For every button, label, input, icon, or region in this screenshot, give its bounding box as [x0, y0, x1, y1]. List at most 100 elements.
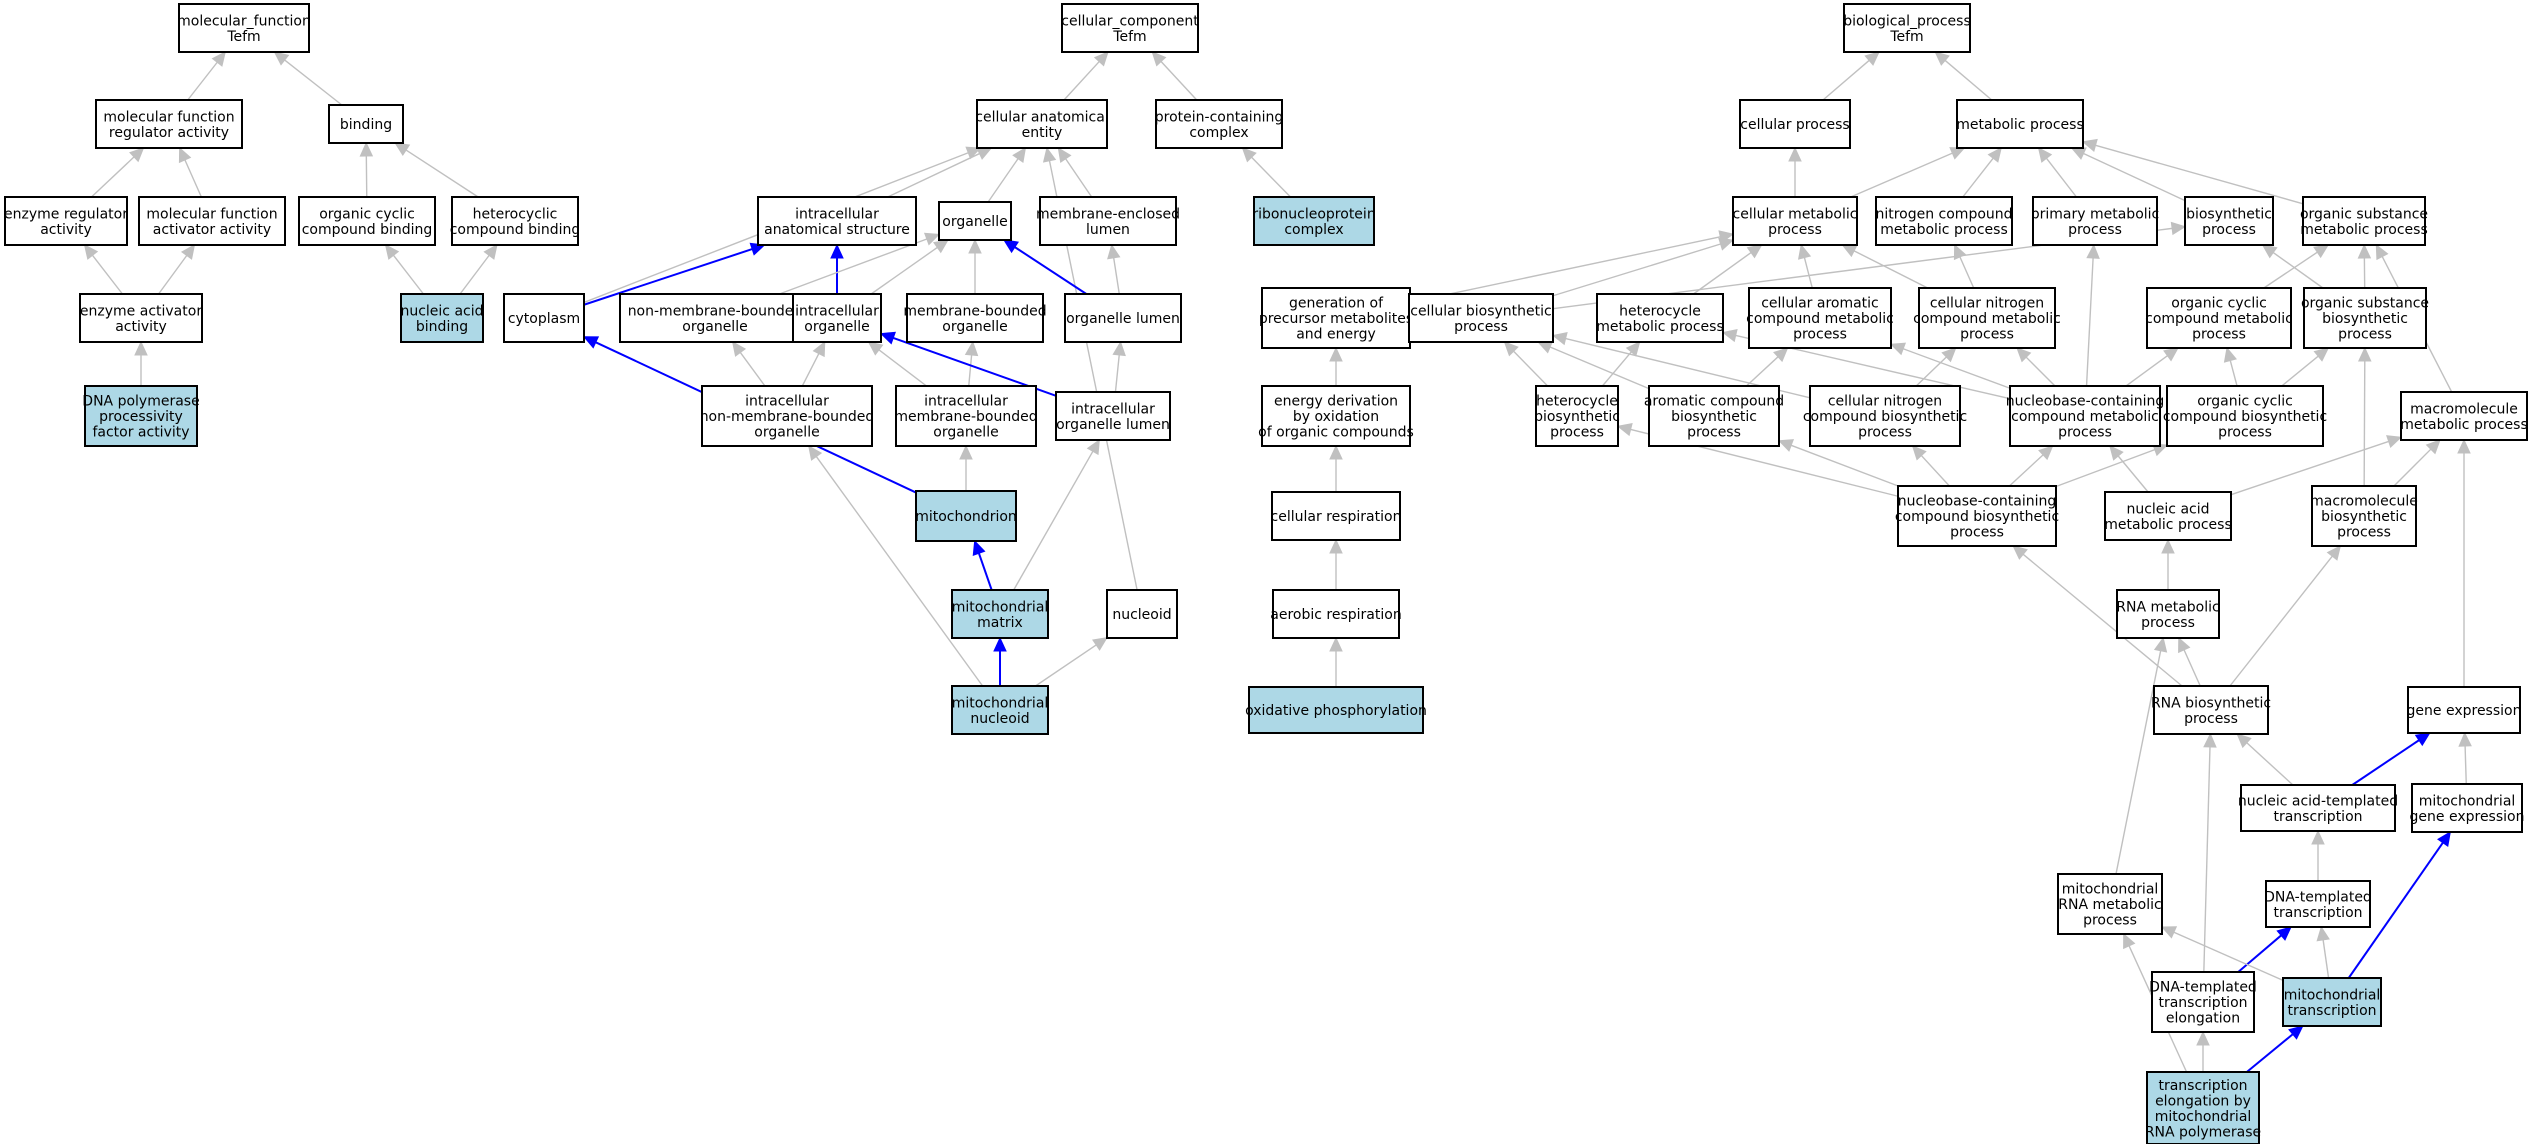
edge-enzyme_activator-to-mf_activator	[158, 244, 196, 295]
node-label: process	[1687, 425, 1741, 441]
node-ox-phos[interactable]: oxidative phosphorylation	[1245, 686, 1427, 734]
node-metabolic-process[interactable]: metabolic process	[1956, 99, 2084, 149]
node-label: precursor metabolites	[1259, 311, 1413, 327]
node-label: mitochondrial	[2155, 1109, 2252, 1125]
node-label: molecular function	[146, 206, 277, 222]
node-label: mitochondrial	[952, 695, 1049, 711]
edge-biosynthetic-to-metabolic_process	[2070, 147, 2186, 202]
node-box	[138, 196, 286, 246]
node-label: Tefm	[226, 29, 260, 45]
edge-enzyme_regulator-to-mf_regulator	[91, 147, 145, 198]
node-aerobic-respiration[interactable]: aerobic respiration	[1270, 589, 1402, 639]
edge-line	[1035, 644, 1097, 687]
node-label: heterocyclic	[473, 206, 558, 222]
node-intra-non-membrane-org[interactable]: intracellularnon-membrane-boundedorganel…	[700, 385, 875, 447]
arrowhead-icon	[582, 336, 600, 349]
arrowhead-icon	[2236, 733, 2252, 749]
node-gene-expression[interactable]: gene expression	[2407, 686, 2522, 734]
arrowhead-icon	[2123, 932, 2136, 950]
arrowhead-icon	[1864, 51, 1880, 66]
node-label: compound metabolic	[1746, 311, 1894, 327]
node-cellular-respiration[interactable]: cellular respiration	[1271, 491, 1402, 541]
arrowhead-icon	[879, 331, 896, 345]
node-organelle[interactable]: organelle	[938, 201, 1012, 241]
edge-heterocycle_bio-to-cell_biosynthetic	[1503, 341, 1549, 387]
edge-line	[1915, 356, 1947, 387]
edge-intra_org_lumen-to-organelle_lumen	[1112, 340, 1126, 393]
edge-line	[2229, 360, 2238, 387]
node-label: aerobic respiration	[1270, 607, 1401, 623]
node-cytoplasm[interactable]: cytoplasm	[503, 293, 585, 343]
node-binding[interactable]: binding	[328, 104, 404, 144]
arrowhead-icon	[134, 340, 148, 356]
node-organelle-lumen[interactable]: organelle lumen	[1064, 293, 1182, 343]
edge-mito_transcription-to-mito_rna_met	[2160, 926, 2284, 982]
edge-mito_nucleoid-to-intra_non_membrane_org	[808, 445, 984, 687]
node-mitochondrion[interactable]: mitochondrion	[915, 490, 1017, 542]
node-label: DNA-templated	[2149, 980, 2257, 996]
node-box	[1064, 293, 1182, 343]
arrowhead-icon	[2086, 243, 2100, 259]
arrowhead-icon	[2313, 244, 2330, 259]
node-cellular-process[interactable]: cellular process	[1739, 99, 1851, 149]
node-nucleoid[interactable]: nucleoid	[1106, 589, 1178, 639]
node-label: RNA polymerase	[2145, 1124, 2261, 1140]
arrowhead-icon	[2012, 545, 2028, 560]
node-box	[2151, 971, 2255, 1033]
